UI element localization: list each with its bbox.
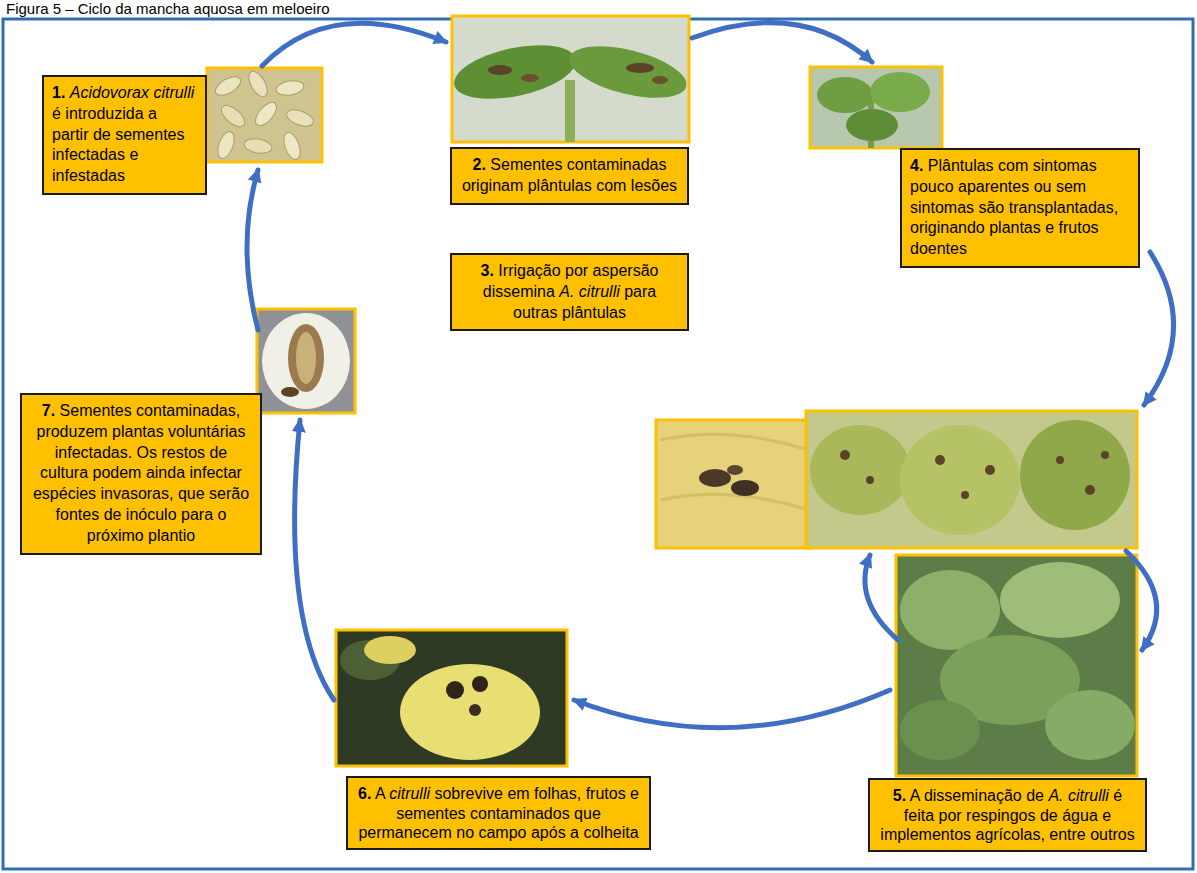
fruit-field-photo-part [446,681,464,699]
fruit-field-photo-part [364,636,416,664]
seeds-photo-part [207,68,322,162]
young-plant-photo-part [870,72,930,112]
step-box: 5. A disseminação de A. citrulli é feita… [868,778,1147,852]
infected-leaves-photo-part [840,450,850,460]
fruit-field-photo-part [336,630,567,766]
fruit-lesion-photo-part [660,494,808,510]
infected-leaves-photo-part [935,455,945,465]
young-plant-photo-part [817,77,873,113]
fruit-lesion-photo-part [731,480,759,496]
seeds-photo-part [275,79,305,98]
cycle-arrows-part [262,23,446,66]
seeds-photo-part [243,137,273,156]
infected-leaves-photo-part [985,465,995,475]
cut-melon-photo-part [262,313,350,409]
infected-leaves-photo-part [1056,456,1064,464]
young-plant-photo-part [810,67,942,148]
cut-melon-photo-part [257,309,355,413]
field-plant-photo [896,555,1137,776]
cycle-arrows-part [865,555,898,640]
fruit-field-photo-part [469,704,481,716]
fruit-lesion-photo [656,420,810,548]
cycle-arrows [247,23,1174,728]
seedling-photo-part [565,80,575,142]
seeds-photo [207,68,322,162]
seedling-photo-part [564,36,691,108]
cut-melon-photo-part [281,387,299,397]
cycle-arrows-part [295,420,334,700]
infected-leaves-photo [806,411,1137,548]
fruit-lesion-photo-part [727,465,743,475]
seedling-photo-part [521,74,539,82]
seeds-photo-part [218,102,248,131]
figure-title: Figura 5 – Ciclo da mancha aquosa em mel… [6,0,330,18]
fruit-field-photo-part [400,664,540,760]
step-text: 2. Sementes contaminadas originam plântu… [460,155,679,197]
field-plant-photo-part [896,555,1137,776]
step-box: 1. Acidovorax citrulli é introduzida a p… [42,75,207,195]
seeds-photo-part [245,68,271,99]
seeds-photo-part [212,73,243,99]
figure-frame [3,19,1193,869]
step-text: 1. Acidovorax citrulli é introduzida a p… [52,83,197,187]
cycle-arrows-part [247,170,258,330]
infected-leaves-photo-part [806,411,1137,548]
infected-leaves-photo-part [866,476,874,484]
infected-leaves-photo-part [1101,451,1109,459]
cycle-arrows-part [1144,252,1174,405]
cycle-arrows-part [692,23,872,62]
step-box: 2. Sementes contaminadas originam plântu… [450,147,689,205]
fruit-field-photo-part [472,676,488,692]
step-box: 4. Plântulas com sintomas pouco aparente… [900,148,1140,268]
young-plant-photo-part [846,109,898,141]
cycle-arrows-part [574,690,890,728]
fruit-field-photo [336,630,567,766]
step-box: 7. Sementes contaminadas, produzem plant… [20,393,262,555]
field-plant-photo-part [900,700,980,760]
step-box: 3. Irrigação por aspersão dissemina A. c… [450,253,689,331]
field-plant-photo-part [1045,690,1135,760]
cycle-arrows-part [1126,551,1157,650]
seeds-photo-part [215,129,238,160]
step-text: 5. A disseminação de A. citrulli é feita… [878,786,1137,844]
cut-melon-photo-part [288,324,324,392]
step-text: 3. Irrigação por aspersão dissemina A. c… [460,261,679,323]
step-box: 6. A citrulli sobrevive em folhas, fruto… [346,776,651,850]
cut-melon-photo-part [296,332,316,384]
seeds-photo-part [281,130,304,161]
infected-leaves-photo-part [810,425,910,515]
fruit-lesion-photo-part [660,434,808,450]
infected-leaves-photo-part [1020,420,1130,530]
infected-leaves-photo-part [1085,485,1095,495]
infected-leaves-photo-part [900,425,1020,535]
seedling-photo-part [488,65,512,75]
fruit-lesion-photo-part [699,469,731,487]
infected-leaves-photo-part [961,491,969,499]
young-plant-photo [810,67,942,148]
seedling-photo-part [626,63,654,73]
step-text: 6. A citrulli sobrevive em folhas, fruto… [356,784,641,842]
step-text: 4. Plântulas com sintomas pouco aparente… [910,156,1130,260]
fruit-lesion-photo-part [656,420,810,548]
seeds-photo-part [252,99,281,129]
seedling-photo-part [449,36,580,109]
cut-melon-photo [257,309,355,413]
step-text: 7. Sementes contaminadas, produzem plant… [30,401,252,547]
seedling-photo-part [652,76,668,84]
seedling-photo [449,16,691,142]
field-plant-photo-part [1000,562,1120,638]
seeds-photo-part [284,107,315,130]
